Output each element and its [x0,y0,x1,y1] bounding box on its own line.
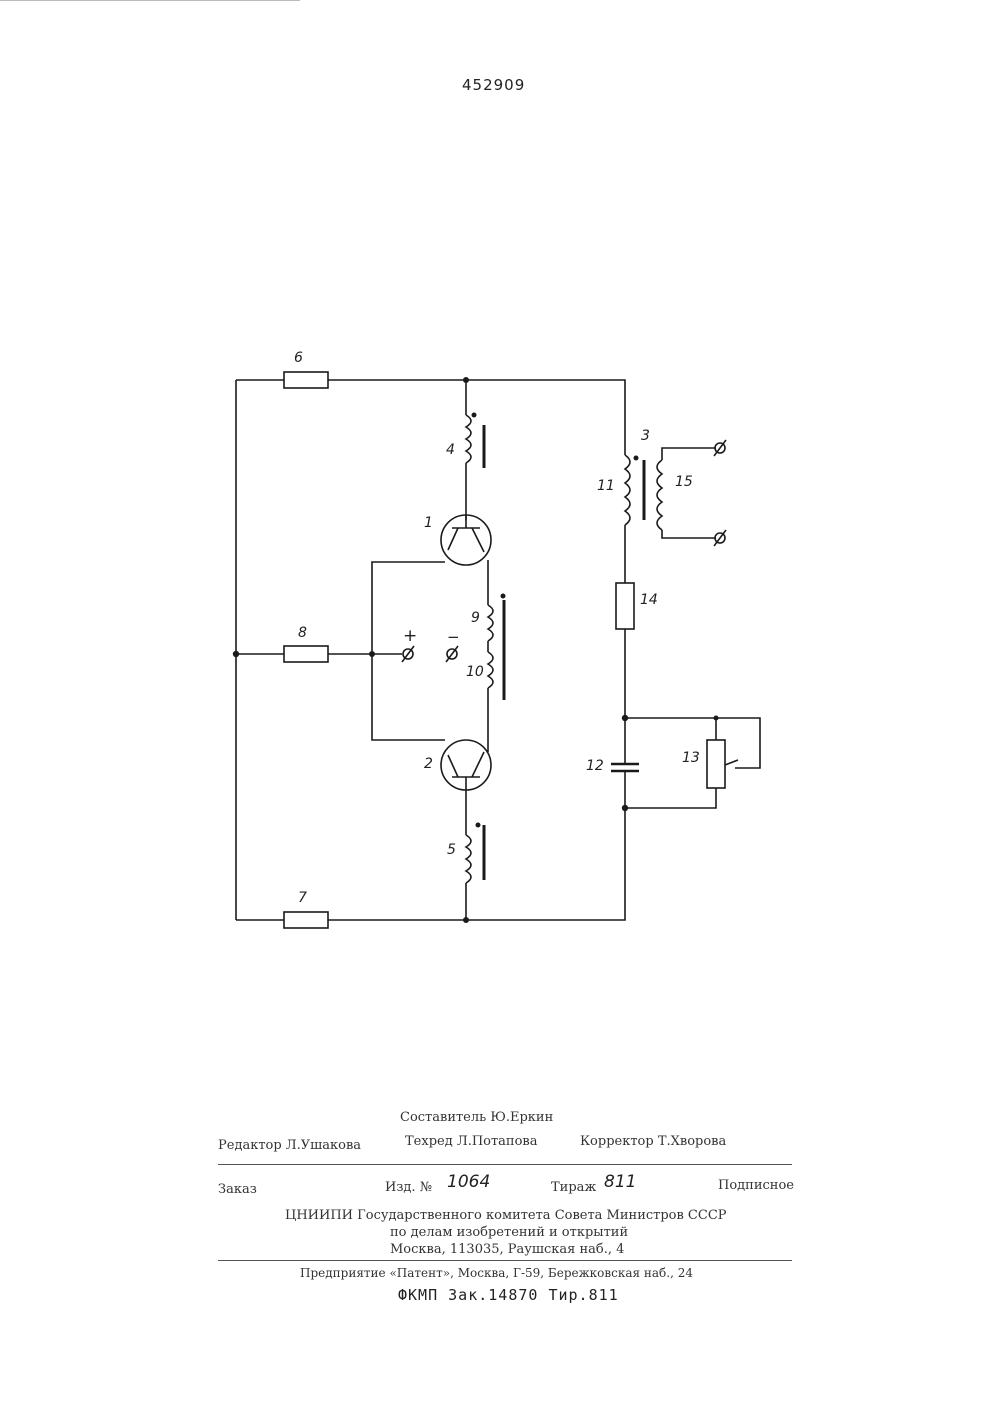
label-plus: + [403,626,417,646]
order-label: Заказ [218,1182,257,1197]
resistor-8 [284,646,328,662]
label-15: 15 [675,474,693,490]
print-order: ФКМП Зак.14870 Тир.811 [398,1286,619,1304]
label-4: 4 [446,442,455,458]
org-line-3: Москва, 113035, Раушская наб., 4 [390,1242,624,1257]
variable-resistor-13 [707,740,725,788]
compiler: Составитель Ю.Еркин [400,1110,553,1125]
edition-label: Изд. № [385,1180,432,1195]
label-5: 5 [447,842,456,858]
circulation-value: 811 [604,1172,636,1192]
rule-1 [218,1164,792,1165]
wire-bottom [236,810,625,920]
label-14: 14 [640,592,658,608]
resistor-6 [284,372,328,388]
coil-5 [466,835,471,883]
org-line-1: ЦНИИПИ Государственного комитета Совета … [285,1208,727,1223]
subscription: Подписное [718,1178,794,1193]
edition-value: 1064 [447,1172,490,1192]
coil-4 [466,415,471,463]
label-10: 10 [466,664,484,680]
tech-editor: Техред Л.Потапова [405,1134,538,1149]
printer: Предприятие «Патент», Москва, Г-59, Бере… [300,1266,693,1280]
wire-top [236,380,625,455]
label-8: 8 [298,625,307,641]
label-1: 1 [424,515,433,531]
label-11: 11 [597,478,615,494]
coil-15 [657,460,662,530]
coil-10 [488,652,493,688]
circuit-diagram [0,0,1000,1000]
editor: Редактор Л.Ушакова [218,1138,361,1153]
circulation-label: Тираж [551,1180,596,1195]
coil-9 [488,605,493,641]
label-9: 9 [471,610,480,626]
label-12: 12 [586,758,604,774]
label-6: 6 [294,350,303,366]
resistor-14 [616,583,634,629]
resistor-7 [284,912,328,928]
coil-11 [625,455,630,525]
org-line-2: по делам изобретений и открытий [390,1225,628,1240]
label-2: 2 [424,756,433,772]
wire-base-loop [372,562,445,740]
rule-2 [218,1260,792,1261]
label-3: 3 [641,428,650,444]
corrector: Корректор Т.Хворова [580,1134,726,1149]
label-minus: − [447,628,460,646]
label-13: 13 [682,750,700,766]
label-7: 7 [298,890,307,906]
